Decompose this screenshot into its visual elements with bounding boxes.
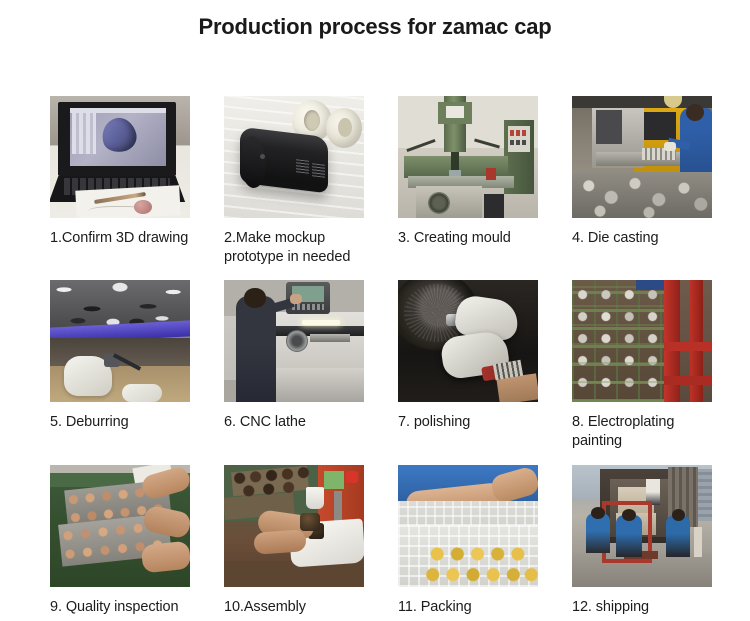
step-10-caption: 10.Assembly [224, 599, 306, 615]
step-3-caption: 3. Creating mould [398, 230, 511, 246]
step-4-photo [572, 96, 712, 218]
process-step-12: 12. shipping [572, 465, 712, 617]
process-step-6: 6. CNC lathe [224, 280, 364, 451]
step-2-photo [224, 96, 364, 218]
step-1-photo [50, 96, 190, 218]
process-row-1: 1.Confirm 3D drawing 2.Make mockup proto… [50, 96, 730, 267]
step-6-photo [224, 280, 364, 402]
process-row-3: 9. Quality inspection 10.Assembly 11. P [50, 465, 730, 617]
step-6-caption: 6. CNC lathe [224, 414, 306, 430]
process-step-2: 2.Make mockup prototype in needed [224, 96, 364, 267]
step-1-caption: 1.Confirm 3D drawing [50, 230, 189, 246]
step-3-photo [398, 96, 538, 218]
process-step-grid: 1.Confirm 3D drawing 2.Make mockup proto… [50, 96, 730, 617]
step-2-caption: 2.Make mockup prototype in needed [224, 230, 351, 265]
step-5-photo [50, 280, 190, 402]
process-row-2: 5. Deburring 6. CNC lathe 7. [50, 280, 730, 451]
step-10-photo [224, 465, 364, 587]
step-9-caption: 9. Quality inspection [50, 599, 179, 615]
process-step-11: 11. Packing [398, 465, 538, 617]
step-12-photo [572, 465, 712, 587]
process-step-8: 8. Electroplating painting [572, 280, 712, 451]
step-11-caption: 11. Packing [398, 599, 472, 615]
step-12-caption: 12. shipping [572, 599, 649, 615]
process-step-5: 5. Deburring [50, 280, 190, 451]
process-step-7: 7. polishing [398, 280, 538, 451]
process-step-9: 9. Quality inspection [50, 465, 190, 617]
step-8-caption: 8. Electroplating painting [572, 414, 675, 449]
step-5-caption: 5. Deburring [50, 414, 129, 430]
process-step-4: 4. Die casting [572, 96, 712, 267]
process-step-3: 3. Creating mould [398, 96, 538, 267]
step-4-caption: 4. Die casting [572, 230, 659, 246]
step-7-caption: 7. polishing [398, 414, 471, 430]
step-11-photo [398, 465, 538, 587]
step-7-photo [398, 280, 538, 402]
step-9-photo [50, 465, 190, 587]
page-title: Production process for zamac cap [198, 14, 552, 39]
process-step-10: 10.Assembly [224, 465, 364, 617]
step-8-photo [572, 280, 712, 402]
process-step-1: 1.Confirm 3D drawing [50, 96, 190, 267]
